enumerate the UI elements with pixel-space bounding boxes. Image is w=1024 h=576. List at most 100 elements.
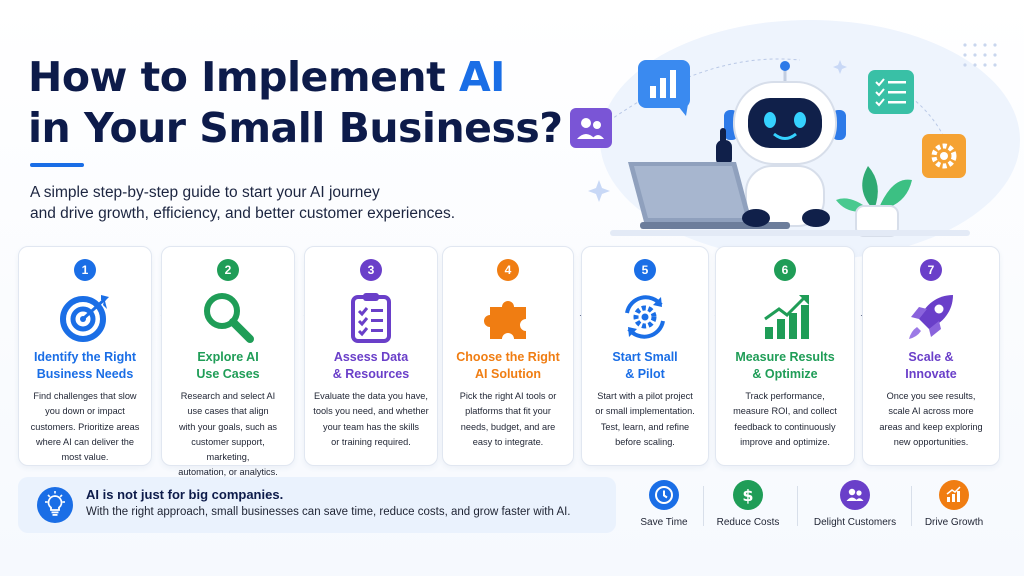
step-number-badge: 6 [774,259,796,281]
desc-line: automation, or analytics. [178,467,278,478]
step-title-line2: & Optimize [752,367,818,381]
step-description: Start with a pilot project or small impl… [590,389,700,450]
step-title-line1: Explore AI [197,350,259,364]
desc-line: platforms that fit your [465,406,551,417]
target-icon [57,289,113,345]
title-line2: in Your Small Business? [28,104,563,152]
step-title: Assess Data & Resources [309,349,433,383]
step-title-line1: Scale & [908,350,954,364]
desc-line: or small implementation. [595,406,695,417]
step-number-badge: 4 [497,259,519,281]
desc-line: your team has the skills [323,421,419,432]
step-cards: 1 Identify the Right Business Needs Find… [18,246,1000,477]
step-title: Identify the Right Business Needs [23,349,147,383]
step-number-badge: 5 [634,259,656,281]
benefit-delight-customers: Delight Customers [803,480,907,532]
divider [797,486,798,526]
desc-line: Test, learn, and refine [600,421,690,432]
step-title-line1: Assess Data [333,350,409,364]
people-card-icon [570,108,612,148]
page-title: How to Implement AI in Your Small Busine… [28,52,563,154]
desc-line: Evaluate the data you have, [314,391,428,401]
step-description: Track performance, measure ROI, and coll… [724,389,846,450]
step-card-3: 3 Assess Data & Resources Evaluate [304,246,438,466]
robot-illustration [550,40,1010,250]
desc-line: Research and select AI [180,391,276,401]
desc-line: new opportunities. [893,436,969,447]
benefit-save-time: Save Time [612,480,716,532]
info-banner: AI is not just for big companies. With t… [18,477,616,533]
clipboard-checklist-icon [343,289,399,345]
puzzle-piece-icon [480,289,536,345]
plant-icon [836,166,912,237]
step-title-line2: Innovate [905,367,957,381]
divider [911,486,912,526]
step-card-7: 7 Scale & Innovate Once you see results,… [862,246,1000,466]
desc-line: Pick the right AI tools or [459,391,557,401]
banner-title: AI is not just for big companies. [86,487,284,502]
step-title-line2: AI Solution [475,367,541,381]
step-description: Evaluate the data you have, tools you ne… [313,389,429,450]
magnifier-icon [200,289,256,345]
step-title-line2: Business Needs [36,367,134,381]
checklist-card-icon [868,70,914,114]
desc-line: use cases that align [187,406,269,417]
desc-line: before scaling. [615,436,675,447]
desc-line: or training required. [331,436,411,447]
desc-line: Start with a pilot project [597,391,693,401]
growth-chart-icon [757,289,813,345]
desc-line: with your goals, such as [178,421,278,432]
step-description: Research and select AI use cases that al… [170,389,286,481]
divider [703,486,704,526]
desc-line: needs, budget, and are [460,421,556,432]
desc-line: tools you need, and whether [313,406,429,417]
desc-line: scale AI across more [888,406,974,417]
desc-line: customers. Prioritize areas [30,421,140,432]
robot-laptop-illustration [570,43,997,237]
chart-card-icon [638,60,690,116]
svg-text:$: $ [742,486,753,505]
banner-text: With the right approach, small businesse… [86,506,571,518]
step-title-line1: Identify the Right [33,350,137,364]
step-number-badge: 7 [920,259,942,281]
step-title: Explore AI Use Cases [166,349,290,383]
clock-icon [649,480,679,510]
step-description: Once you see results, scale AI across mo… [871,389,991,450]
desc-line: Once you see results, [886,391,976,401]
users-icon [840,480,870,510]
step-title: Choose the Right AI Solution [447,349,569,383]
benefit-reduce-costs: $ Reduce Costs [696,480,800,532]
desc-line: most value. [61,452,109,463]
desc-line: improve and optimize. [740,436,830,447]
subtitle-line2: and drive growth, efficiency, and better… [30,205,456,222]
desc-line: measure ROI, and collect [733,406,837,417]
step-title-line1: Choose the Right [456,350,560,364]
lightbulb-icon [37,487,73,523]
gear-cycle-icon [617,289,673,345]
step-title: Measure Results & Optimize [720,349,850,383]
title-underline [30,163,84,167]
step-number-badge: 3 [360,259,382,281]
benefit-label: Drive Growth [924,517,984,528]
step-number-badge: 1 [74,259,96,281]
step-title-line1: Start Small [612,350,678,364]
desc-line: customer support, marketing, [191,436,265,463]
step-card-1: 1 Identify the Right Business Needs Find… [18,246,152,466]
title-line1-prefix: How to Implement [28,53,459,101]
desc-line: you down or impact [45,406,125,417]
desc-line: where AI can deliver the [35,436,135,447]
gear-card-icon [922,134,966,178]
step-title: Scale & Innovate [867,349,995,383]
rocket-icon [903,289,959,345]
desc-line: areas and keep exploring [879,421,983,432]
benefit-label: Save Time [640,517,688,528]
dollar-icon: $ [733,480,763,510]
step-description: Find challenges that slow you down or im… [27,389,143,465]
dot-grid [963,43,997,67]
step-title: Start Small & Pilot [586,349,704,383]
step-title-line2: Use Cases [196,367,260,381]
step-card-4: 4 Choose the Right AI Solution Pick the … [442,246,574,466]
step-title-line2: & Pilot [625,367,665,381]
desc-line: easy to integrate. [472,436,544,447]
